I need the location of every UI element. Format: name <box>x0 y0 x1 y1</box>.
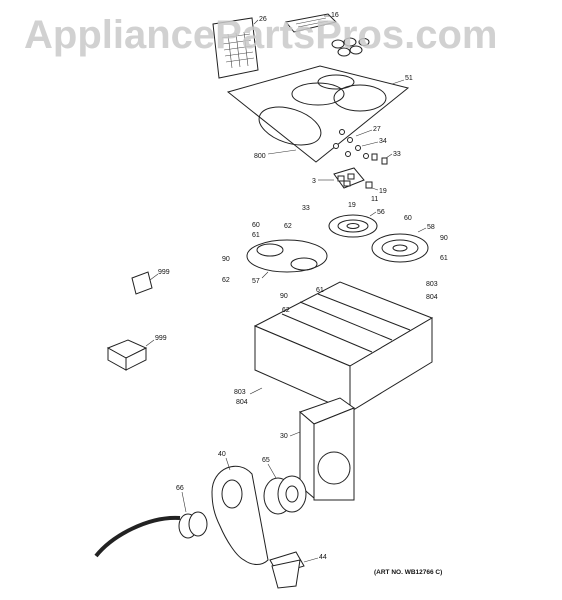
bracket-999-upper-part[interactable] <box>131 271 153 295</box>
art-number: (ART NO. WB12766 C) <box>374 569 442 576</box>
callout-19-right: 19 <box>379 188 387 195</box>
callout-58: 58 <box>427 224 435 231</box>
burner-box-part[interactable] <box>253 281 434 413</box>
radiant-element-58-part[interactable] <box>371 233 429 263</box>
duct-transition-part[interactable] <box>269 551 305 589</box>
callout-999-lower: 999 <box>155 335 167 342</box>
callout-999-upper: 999 <box>158 269 170 276</box>
callout-61-left: 61 <box>252 232 260 239</box>
callout-803-right: 803 <box>426 281 438 288</box>
callout-90-left: 90 <box>222 256 230 263</box>
knob-cluster-part[interactable] <box>331 37 370 57</box>
callout-60-right: 60 <box>404 215 412 222</box>
callout-30: 30 <box>280 433 288 440</box>
glass-cooktop-part[interactable] <box>226 65 410 163</box>
callout-804-right: 804 <box>426 294 438 301</box>
callout-33-lower: 33 <box>302 205 310 212</box>
callout-803-left: 803 <box>234 389 246 396</box>
callout-62-mid: 62 <box>282 307 290 314</box>
callout-62-top: 62 <box>284 223 292 230</box>
callout-65: 65 <box>262 457 270 464</box>
blower-wheel-part[interactable] <box>263 475 307 515</box>
callout-61-mid: 61 <box>316 287 324 294</box>
control-strip-part[interactable] <box>285 13 337 33</box>
callout-labels: 26 16 51 27 34 33 800 3 19 11 19 33 60 5… <box>145 12 448 563</box>
callout-57: 57 <box>252 278 260 285</box>
callout-90-right: 90 <box>440 235 448 242</box>
callout-804-left: 804 <box>236 399 248 406</box>
callout-16: 16 <box>331 12 339 19</box>
callout-90-mid: 90 <box>280 293 288 300</box>
watermark: AppliancePartsPros.com <box>24 13 498 57</box>
blower-motor-part[interactable] <box>94 511 208 558</box>
blower-housing-part[interactable] <box>211 465 269 565</box>
callout-51: 51 <box>405 75 413 82</box>
bracket-999-lower-part[interactable] <box>106 339 148 371</box>
callout-33-upper: 33 <box>393 151 401 158</box>
callout-11: 11 <box>371 196 378 203</box>
mounting-hardware-part[interactable] <box>333 129 388 165</box>
callout-800: 800 <box>254 153 266 160</box>
radiant-element-56-part[interactable] <box>328 214 378 238</box>
callout-27: 27 <box>373 126 381 133</box>
vent-grille-part[interactable] <box>212 17 259 79</box>
callout-60-left: 60 <box>252 222 260 229</box>
callout-26: 26 <box>259 16 267 23</box>
bridge-element-57-part[interactable] <box>246 239 328 273</box>
callout-66: 66 <box>176 485 184 492</box>
callout-56: 56 <box>377 209 385 216</box>
callout-61-right: 61 <box>440 255 448 262</box>
callout-34: 34 <box>379 138 387 145</box>
callout-62-left: 62 <box>222 277 230 284</box>
infinite-switch-part[interactable] <box>333 167 373 189</box>
callout-19-center: 19 <box>348 202 356 209</box>
callout-40: 40 <box>218 451 226 458</box>
callout-3: 3 <box>312 178 316 185</box>
duct-panel-part[interactable] <box>299 397 356 501</box>
callout-44: 44 <box>319 554 327 561</box>
